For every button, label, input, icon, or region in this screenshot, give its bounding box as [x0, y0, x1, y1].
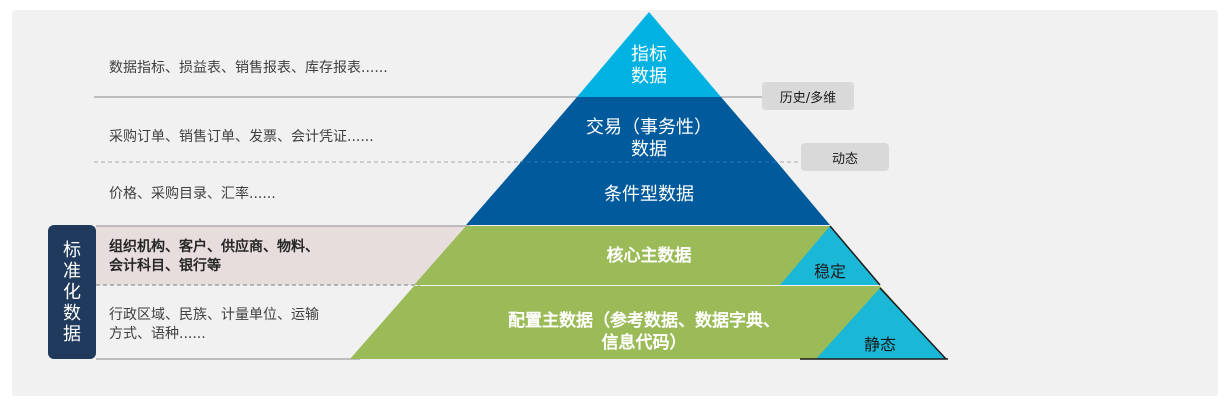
tag-dynamic: 动态 [801, 143, 889, 171]
tier-transaction [521, 97, 777, 162]
desc-transaction: 采购订单、销售订单、发票、会计凭证...... [109, 129, 374, 145]
core-band [96, 226, 468, 285]
stable-triangle [780, 226, 880, 285]
desc-config-master: 行政区域、民族、计量单位、运输 方式、语种...... [109, 307, 319, 342]
title-condition: 条件型数据 [604, 184, 694, 205]
title-transaction: 交易（事务性） 数据 [586, 117, 712, 160]
tier-core-master [414, 226, 880, 285]
static-triangle [816, 288, 946, 359]
desc-core-master: 组织机构、客户、供应商、物料、 会计科目、银行等 [109, 239, 319, 274]
tag-history-multidim: 历史/多维 [762, 82, 854, 110]
title-config-master: 配置主数据（参考数据、数据字典、 信息代码） [508, 311, 780, 353]
label-static: 静态 [863, 335, 896, 354]
tier-condition [466, 162, 830, 225]
tier-config-master [350, 286, 946, 359]
label-stable: 稳定 [813, 262, 846, 281]
standardized-data-text: 标准化数据 [63, 239, 81, 345]
desc-indicator: 数据指标、损益表、销售报表、库存报表...... [109, 60, 388, 76]
title-core-master: 核心主数据 [606, 246, 692, 266]
title-indicator: 指标 数据 [631, 44, 667, 87]
tier-indicator [577, 12, 721, 97]
desc-condition: 价格、采购目录、汇率...... [109, 186, 276, 202]
standardized-data-label: 标准化数据 [48, 225, 96, 359]
